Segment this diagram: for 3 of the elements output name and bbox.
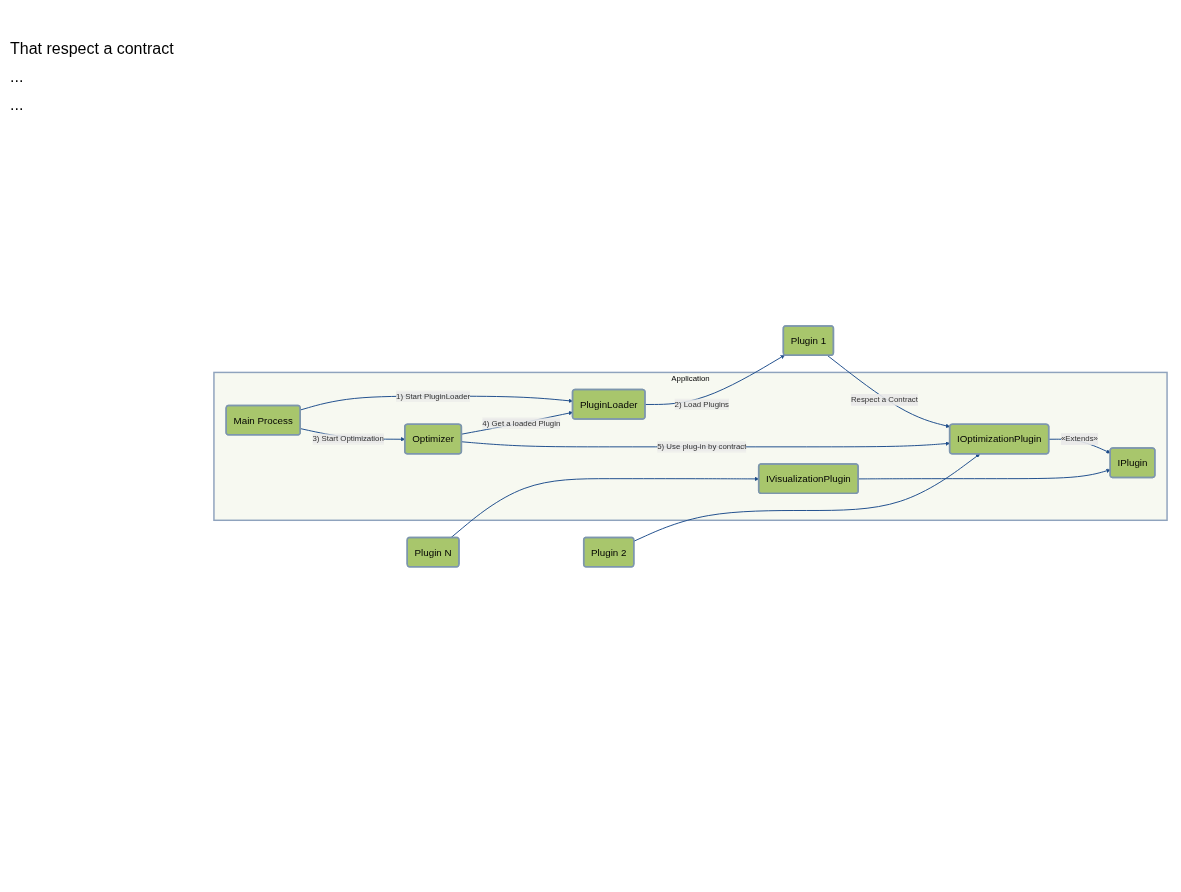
note-text: That respect a contract — [10, 40, 175, 58]
note-text: ... — [10, 68, 25, 86]
note-text: ... — [10, 96, 25, 114]
